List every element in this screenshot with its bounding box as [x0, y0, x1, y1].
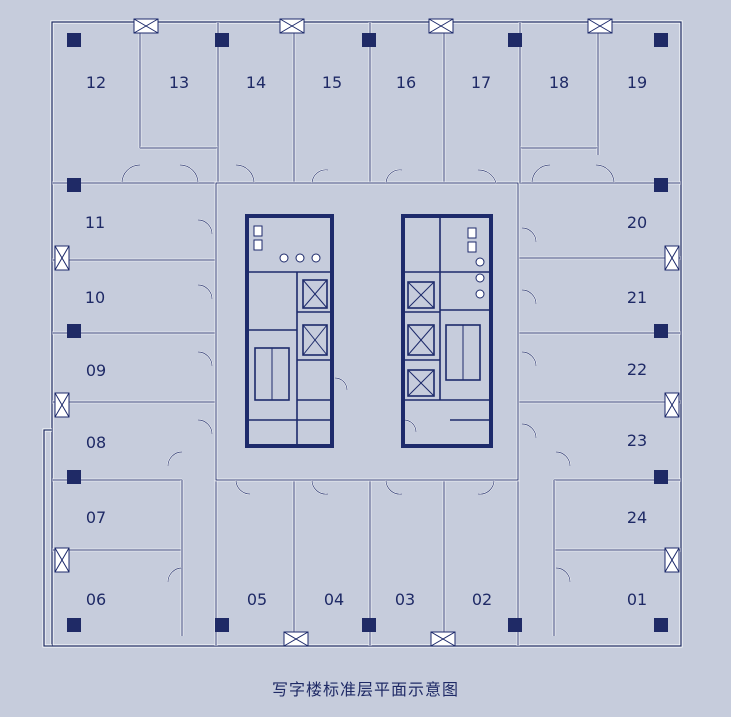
door-swing-line — [403, 419, 417, 433]
room-label-04: 04 — [324, 590, 344, 609]
door-swing-line — [235, 164, 255, 184]
door-swing-line — [531, 164, 551, 184]
door-swing-line — [311, 169, 329, 184]
door-swing-line — [521, 289, 537, 305]
room-label-14: 14 — [246, 73, 266, 92]
door-swing-line — [167, 451, 183, 467]
room-label-02: 02 — [472, 590, 492, 609]
structural-column — [362, 33, 376, 47]
door-swing-line — [521, 351, 537, 367]
door-swing-line — [334, 377, 348, 391]
door-swing-line — [555, 567, 571, 583]
corridor-ring — [214, 181, 520, 482]
stair-right — [445, 324, 481, 381]
structural-column — [508, 33, 522, 47]
door-swing-line — [385, 479, 403, 495]
door-swing-line — [521, 227, 537, 243]
room-label-19: 19 — [627, 73, 647, 92]
window-cross — [664, 547, 680, 573]
room-label-01: 01 — [627, 590, 647, 609]
door-swing-line — [197, 419, 213, 435]
room-label-16: 16 — [396, 73, 416, 92]
room-label-17: 17 — [471, 73, 491, 92]
window-cross — [430, 631, 456, 647]
door-swing-line — [311, 479, 329, 495]
partition-walls — [52, 22, 681, 646]
structural-columns — [67, 33, 668, 632]
door-swing-line — [179, 164, 199, 184]
room-label-05: 05 — [247, 590, 267, 609]
structural-column — [654, 33, 668, 47]
door-swings — [121, 164, 615, 583]
stair-left — [254, 347, 290, 401]
window-cross — [133, 18, 159, 34]
window-cross — [664, 245, 680, 271]
room-label-07: 07 — [86, 508, 106, 527]
room-label-23: 23 — [627, 431, 647, 450]
room-label-18: 18 — [549, 73, 569, 92]
structural-column — [654, 470, 668, 484]
structural-column — [67, 178, 81, 192]
window-cross — [54, 547, 70, 573]
door-swing-line — [521, 423, 537, 439]
door-swing-line — [477, 169, 497, 184]
room-label-09: 09 — [86, 361, 106, 380]
structural-column — [215, 33, 229, 47]
window-cross — [428, 18, 454, 34]
room-label-15: 15 — [322, 73, 342, 92]
structural-column — [67, 33, 81, 47]
window-cross — [54, 392, 70, 418]
room-label-22: 22 — [627, 360, 647, 379]
room-label-20: 20 — [627, 213, 647, 232]
room-label-13: 13 — [169, 73, 189, 92]
door-swing-line — [121, 164, 141, 184]
room-label-06: 06 — [86, 590, 106, 609]
structural-column — [362, 618, 376, 632]
door-swing — [385, 479, 403, 495]
plan-caption: 写字楼标准层平面示意图 — [271, 680, 459, 699]
window-details — [54, 18, 680, 647]
door-swing-line — [477, 479, 495, 495]
structural-column — [67, 470, 81, 484]
door-swing — [311, 479, 329, 495]
room-label-24: 24 — [627, 508, 647, 527]
room-label-11: 11 — [85, 213, 105, 232]
door-swing — [477, 479, 495, 495]
door-swing-line — [235, 479, 251, 495]
window-cross — [279, 18, 305, 34]
room-label-12: 12 — [86, 73, 106, 92]
structural-column — [67, 324, 81, 338]
door-swing-line — [555, 451, 571, 467]
room-labels: 12 13 14 15 16 17 18 19 11 20 10 21 09 2… — [85, 73, 647, 609]
structural-column — [654, 178, 668, 192]
core-left — [245, 214, 334, 448]
structural-column — [67, 618, 81, 632]
room-label-10: 10 — [85, 288, 105, 307]
room-label-08: 08 — [86, 433, 106, 452]
structural-column — [654, 618, 668, 632]
structural-column — [215, 618, 229, 632]
core-right — [401, 214, 493, 448]
room-label-21: 21 — [627, 288, 647, 307]
window-cross — [54, 245, 70, 271]
door-swing-line — [385, 169, 403, 184]
door-swing-line — [595, 164, 615, 184]
door-swing-line — [197, 284, 213, 300]
structural-column — [654, 324, 668, 338]
door-swing-line — [167, 567, 183, 583]
door-swing-line — [197, 219, 213, 235]
structural-column — [508, 618, 522, 632]
door-swing-line — [197, 351, 213, 367]
room-label-03: 03 — [395, 590, 415, 609]
window-cross — [587, 18, 613, 34]
window-cross — [283, 631, 309, 647]
window-cross — [664, 392, 680, 418]
